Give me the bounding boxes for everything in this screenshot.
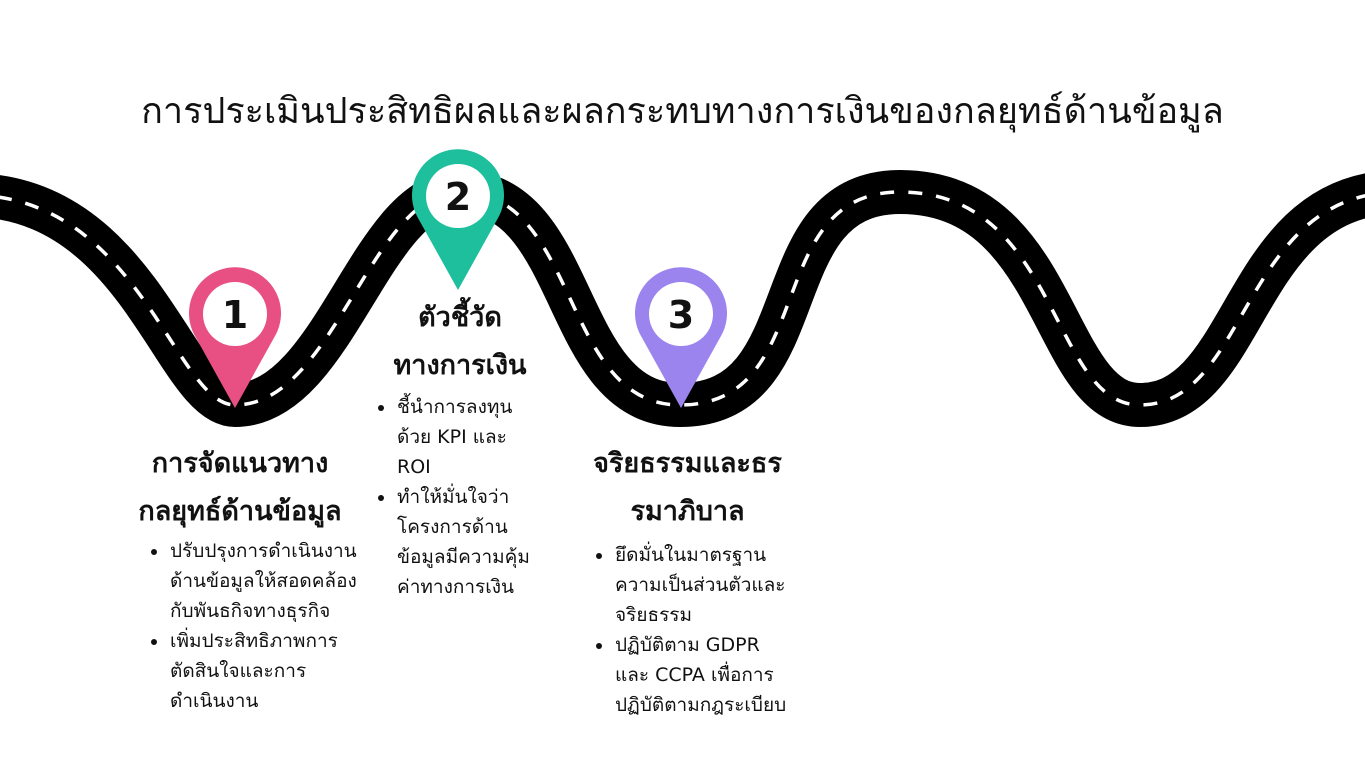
step-1-bullet-1: ปรับปรุงการดำเนินงานด้านข้อมูลให้สอดคล้อ… [151,536,360,626]
pin-1-number: 1 [222,293,248,337]
step-1-heading: การจัดแนวทางกลยุทธ์ด้านข้อมูล [138,448,342,527]
step-3-bullet-2: ปฏิบัติตาม GDPR และ CCPA เพื่อการปฏิบัติ… [596,630,790,720]
pin-2-inner-circle [426,164,490,228]
step-1-bullet-2: เพิ่มประสิทธิภาพการตัดสินใจและการดำเนินง… [151,626,360,716]
step-3-bullet-list: ยึดมั่นในมาตรฐานความเป็นส่วนตัวและจริยธร… [585,540,790,720]
map-pin-2: 2 [412,149,505,290]
step-3-bullet-1: ยึดมั่นในมาตรฐานความเป็นส่วนตัวและจริยธร… [596,540,790,630]
step-1-bullet-list: ปรับปรุงการดำเนินงานด้านข้อมูลให้สอดคล้อ… [144,536,360,716]
pin-3-inner-circle [649,282,713,346]
step-2-heading: ตัวชี้วัดทางการเงิน [393,302,527,381]
page-title: การประเมินประสิทธิผลและผลกระทบทางการเงิน… [141,91,1224,133]
step-2-bullet-list: ชี้นำการลงทุนด้วย KPI และ ROI ทำให้มั่นใ… [378,392,540,602]
pin-2-number: 2 [445,175,471,219]
pin-1-inner-circle [203,282,267,346]
step-2-block: ตัวชี้วัดทางการเงิน ชี้นำการลงทุนด้วย KP… [378,294,540,602]
step-2-bullet-1: ชี้นำการลงทุนด้วย KPI และ ROI [378,392,540,482]
map-pin-3: 3 [634,267,727,408]
map-pin-1: 1 [189,267,282,408]
step-1-block: การจัดแนวทางกลยุทธ์ด้านข้อมูล ปรับปรุงกา… [120,440,360,716]
step-3-heading: จริยธรรมและธรรมาภิบาล [593,448,782,527]
step-3-block: จริยธรรมและธรรมาภิบาล ยึดมั่นในมาตรฐานคว… [585,440,790,720]
step-2-bullet-2: ทำให้มั่นใจว่าโครงการด้านข้อมูลมีความคุ้… [378,482,540,602]
pin-3-number: 3 [668,293,694,337]
